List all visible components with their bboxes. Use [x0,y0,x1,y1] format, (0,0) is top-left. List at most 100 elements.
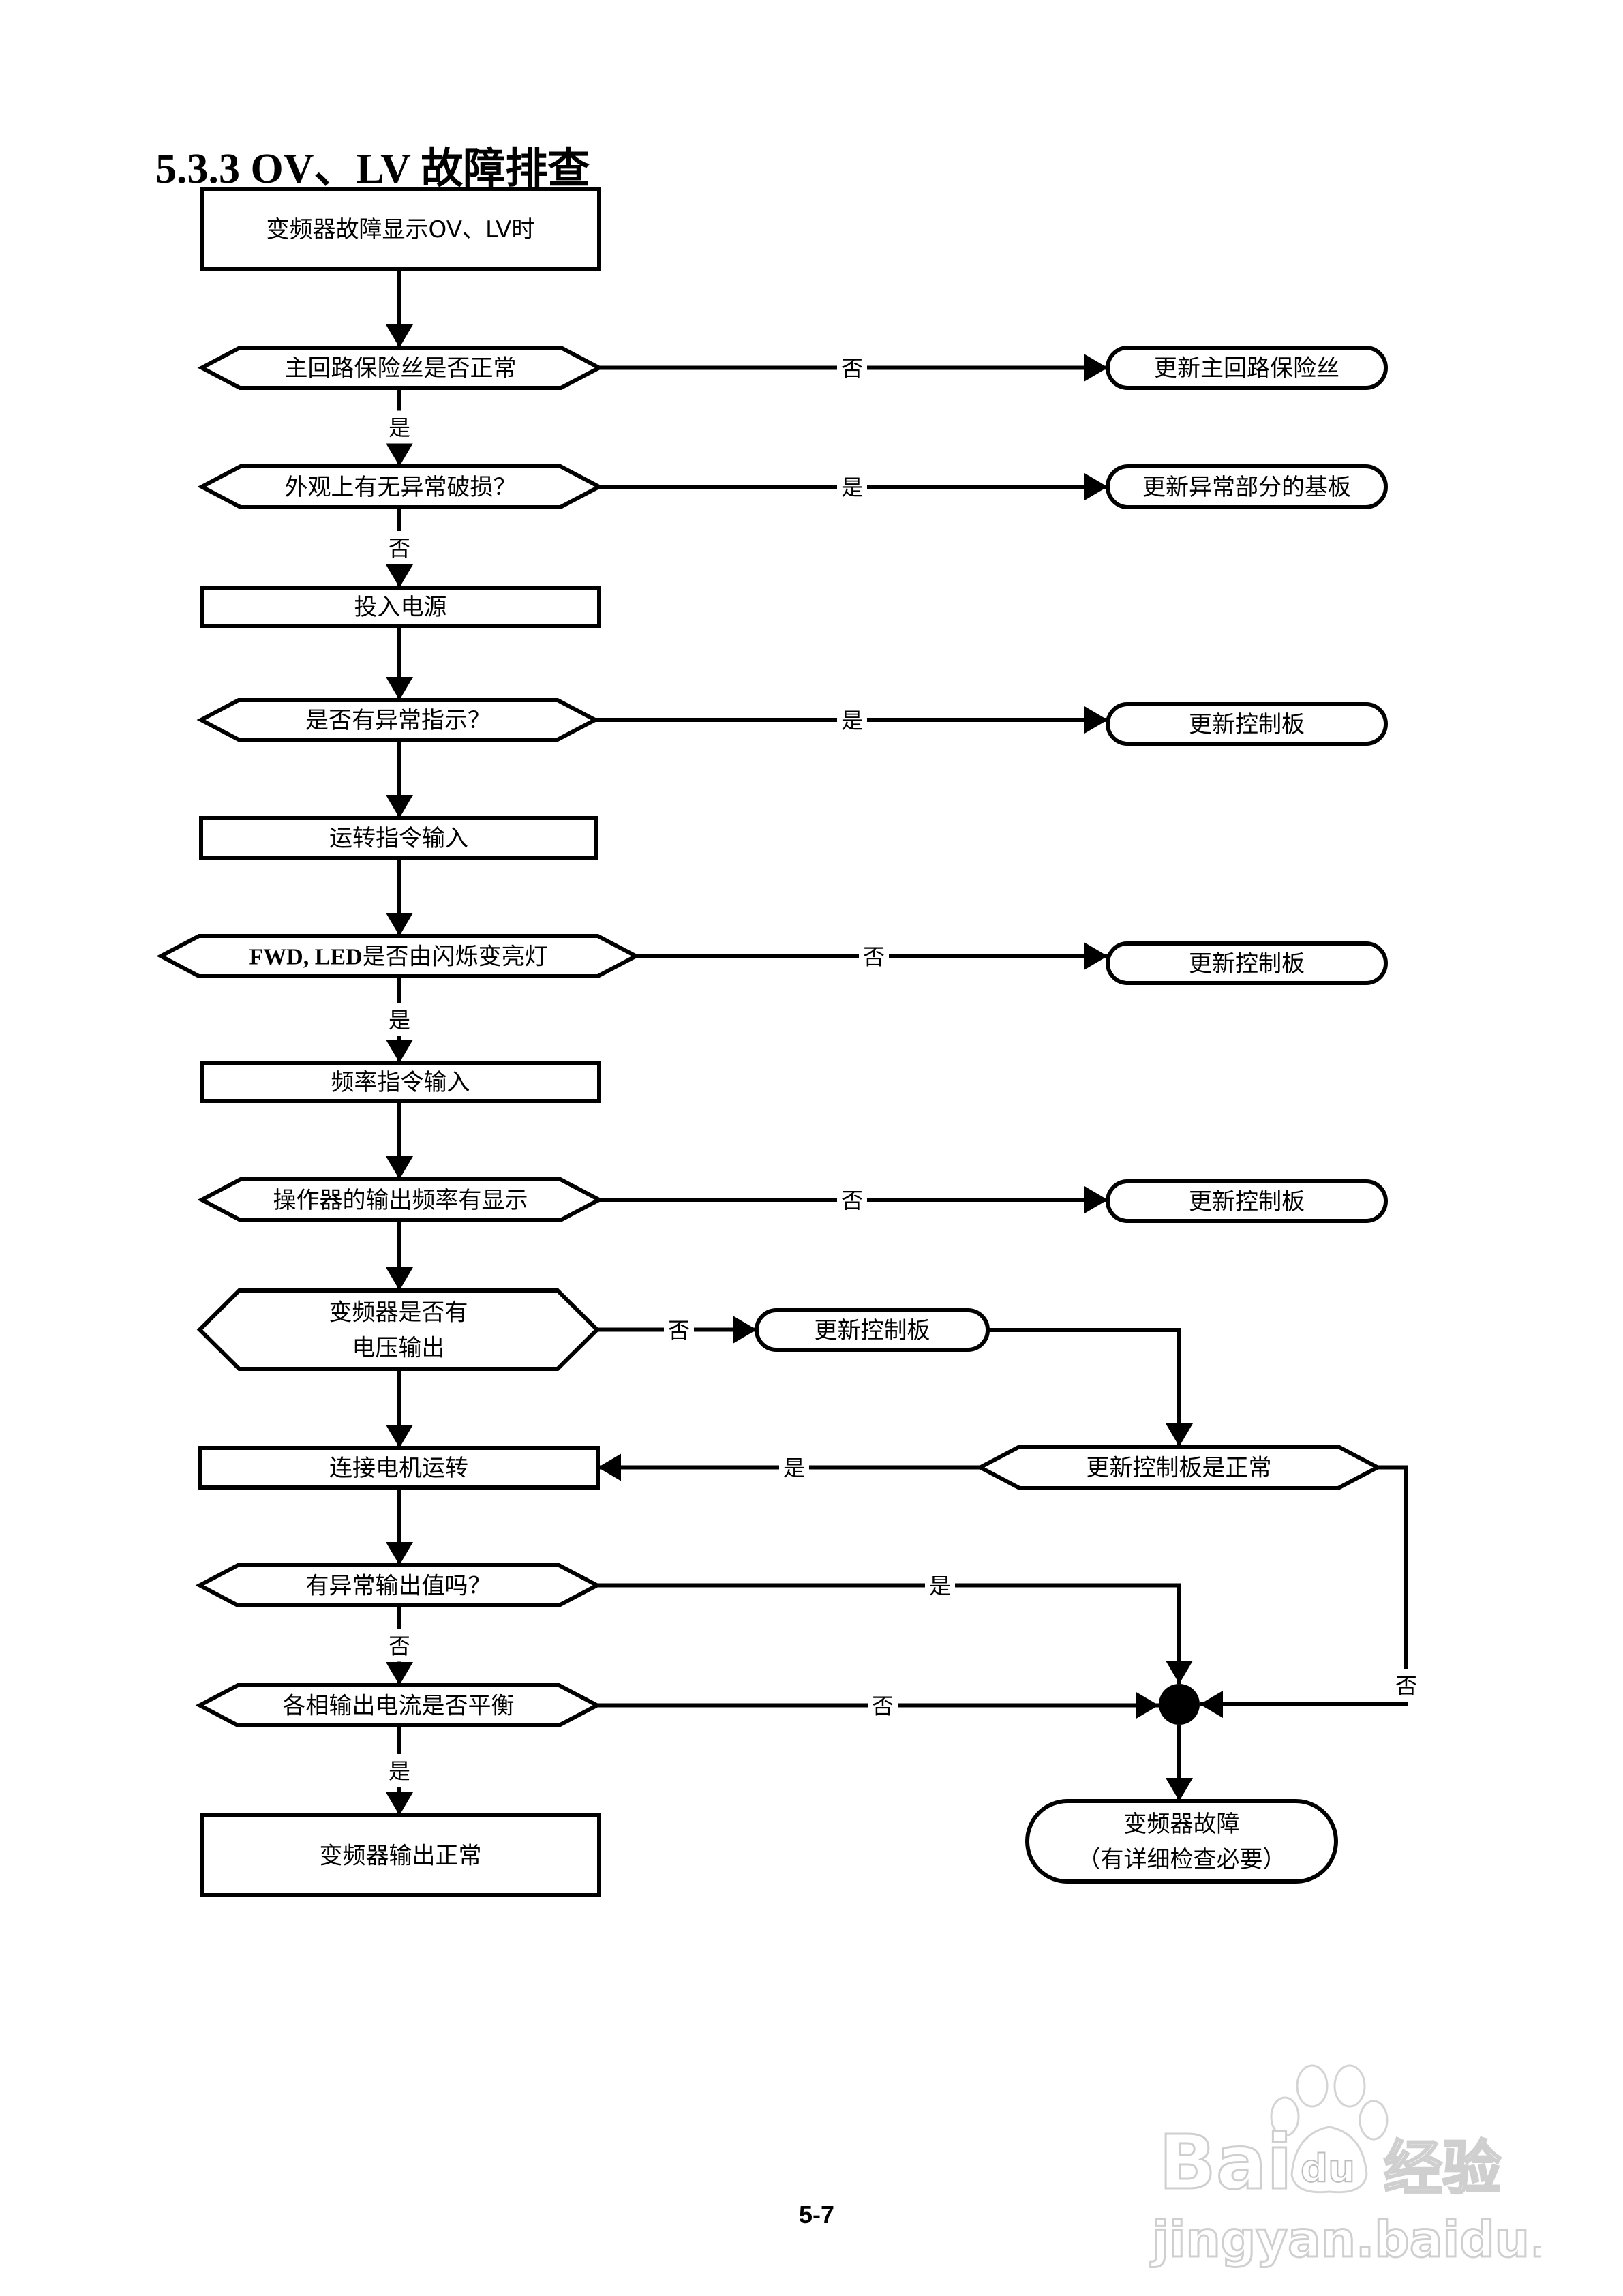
arrowhead [1136,1691,1159,1719]
node-label: 更新控制板 [1189,711,1305,738]
arrowhead [386,913,413,936]
decision-hexagon [195,1683,602,1727]
node-label: 主回路保险丝是否正常 [285,355,517,382]
node-label: 外观上有无异常破损？ [285,474,517,501]
node-p-freq: 频率指令输入 [200,1061,601,1103]
arrowhead [386,1425,413,1448]
edge-label-bg [384,410,414,444]
edge-label-bg [859,939,889,973]
decision-hexagon [196,1288,601,1371]
node-label: 更新控制板 [1189,950,1305,978]
node-label: 变频器故障 [1124,1811,1240,1838]
arrowhead [1166,1661,1193,1684]
arrowhead [386,324,413,348]
node-label: 频率指令输入 [331,1069,470,1096]
node-label: 投入电源 [354,594,447,621]
node-end-fault: 变频器故障 （有详细检查必要） [1025,1799,1338,1884]
node-t-ctrl2: 更新控制板 [1106,941,1388,985]
node-label: 各相输出电流是否平衡 [283,1693,515,1720]
watermark-url: jingyan.baidu.com [1150,2211,1541,2268]
edge-label-yes: 是 [929,1573,951,1599]
node-label: 更新异常部分的基板 [1142,474,1351,501]
arrowhead [1084,706,1108,734]
arrowhead [386,1662,413,1685]
edge-d-abnormal-to-junction [597,1583,1181,1684]
edge-label-bg [868,1689,898,1722]
watermark-paw-text: du [1301,2147,1355,2191]
process-box [200,1813,601,1897]
arrowhead [1166,1423,1193,1447]
node-d-damage: 外观上有无异常破损？ [197,464,604,509]
node-d-display: 操作器的输出频率有显示 [197,1177,604,1222]
decision-hexagon [197,1177,604,1222]
edge-label-no: 否 [668,1318,690,1344]
watermark-cn-text: 经验 [1384,2134,1501,2203]
arrowhead [1084,1186,1108,1213]
decision-hexagon [197,346,604,390]
arrowhead [386,564,413,588]
arrowhead [386,443,413,466]
node-label: 变频器是否有 [329,1299,468,1327]
node-end-ok: 变频器输出正常 [200,1813,601,1897]
edge-label-bg [837,470,867,503]
edge-label-no: 否 [841,1188,863,1213]
node-d-indicator: 是否有异常指示？ [196,698,600,742]
arrowhead [598,1453,621,1481]
edge-label-bg [664,1313,694,1346]
node-label: 操作器的输出频率有显示 [273,1187,528,1214]
node-p-run: 运转指令输入 [199,816,598,860]
terminal-pill [1106,941,1388,985]
node-label: 连接电机运转 [329,1455,468,1482]
terminal-pill [1106,702,1388,746]
edge-label-no: 否 [389,535,410,561]
edge-label-bg [837,351,867,384]
edge-label-yes: 是 [389,1758,410,1784]
edge-label-bg [384,531,414,564]
edge-label-yes: 是 [841,708,863,734]
node-label: FWD, LED是否由闪烁变亮灯 [249,943,547,971]
edge-label-no: 否 [1395,1673,1417,1699]
edge-label-yes: 是 [783,1455,805,1481]
baidu-paw-icon [1270,2064,1389,2194]
edge-label-no: 否 [863,944,885,970]
page-number: 5-7 [799,2201,835,2229]
edge-label-yes: 是 [841,474,863,500]
terminal-pill [755,1308,990,1352]
process-box [198,1446,600,1490]
decision-hexagon [156,934,641,978]
watermark: Bai du 经验 jingyan.baidu.com [1149,2064,1541,2269]
arrowhead [386,1792,413,1815]
node-label: 更新主回路保险丝 [1154,355,1339,382]
node-label-bold: FWD, LED [249,945,362,970]
edge-label-bg [384,1003,414,1036]
process-box [200,1061,601,1103]
edge-label-no: 否 [872,1693,894,1719]
edge-label-no: 否 [841,356,863,382]
node-t-fuse: 更新主回路保险丝 [1106,346,1388,390]
decision-hexagon [196,698,600,742]
edge-d-ctrl-ok-to-junction [1200,1465,1408,1706]
arrowhead [386,1542,413,1565]
edge-t-ctrl4-to-d-ctrl-ok [988,1328,1181,1447]
edge-label-yes: 是 [389,415,410,441]
node-t-ctrl1: 更新控制板 [1106,702,1388,746]
decision-hexagon [197,464,604,509]
arrowhead [386,795,413,818]
edge-label-bg [925,1569,955,1602]
arrowhead [1200,1691,1223,1718]
node-label: 电压输出 [352,1335,445,1362]
node-t-ctrl3: 更新控制板 [1106,1179,1388,1223]
node-label: （有详细检查必要） [1078,1846,1286,1873]
terminal-pill [1106,464,1388,509]
node-start: 变频器故障显示OV、LV时 [200,187,601,271]
terminal-pill [1106,1179,1388,1223]
node-d-fwd: FWD, LED是否由闪烁变亮灯 [156,934,641,978]
node-label: 更新控制板 [1189,1188,1305,1215]
watermark-brand: Bai [1159,2119,1292,2206]
terminal-pill [1106,346,1388,390]
arrowhead [386,677,413,700]
page-title: 5.3.3 OV、LV 故障排查 [155,146,590,192]
